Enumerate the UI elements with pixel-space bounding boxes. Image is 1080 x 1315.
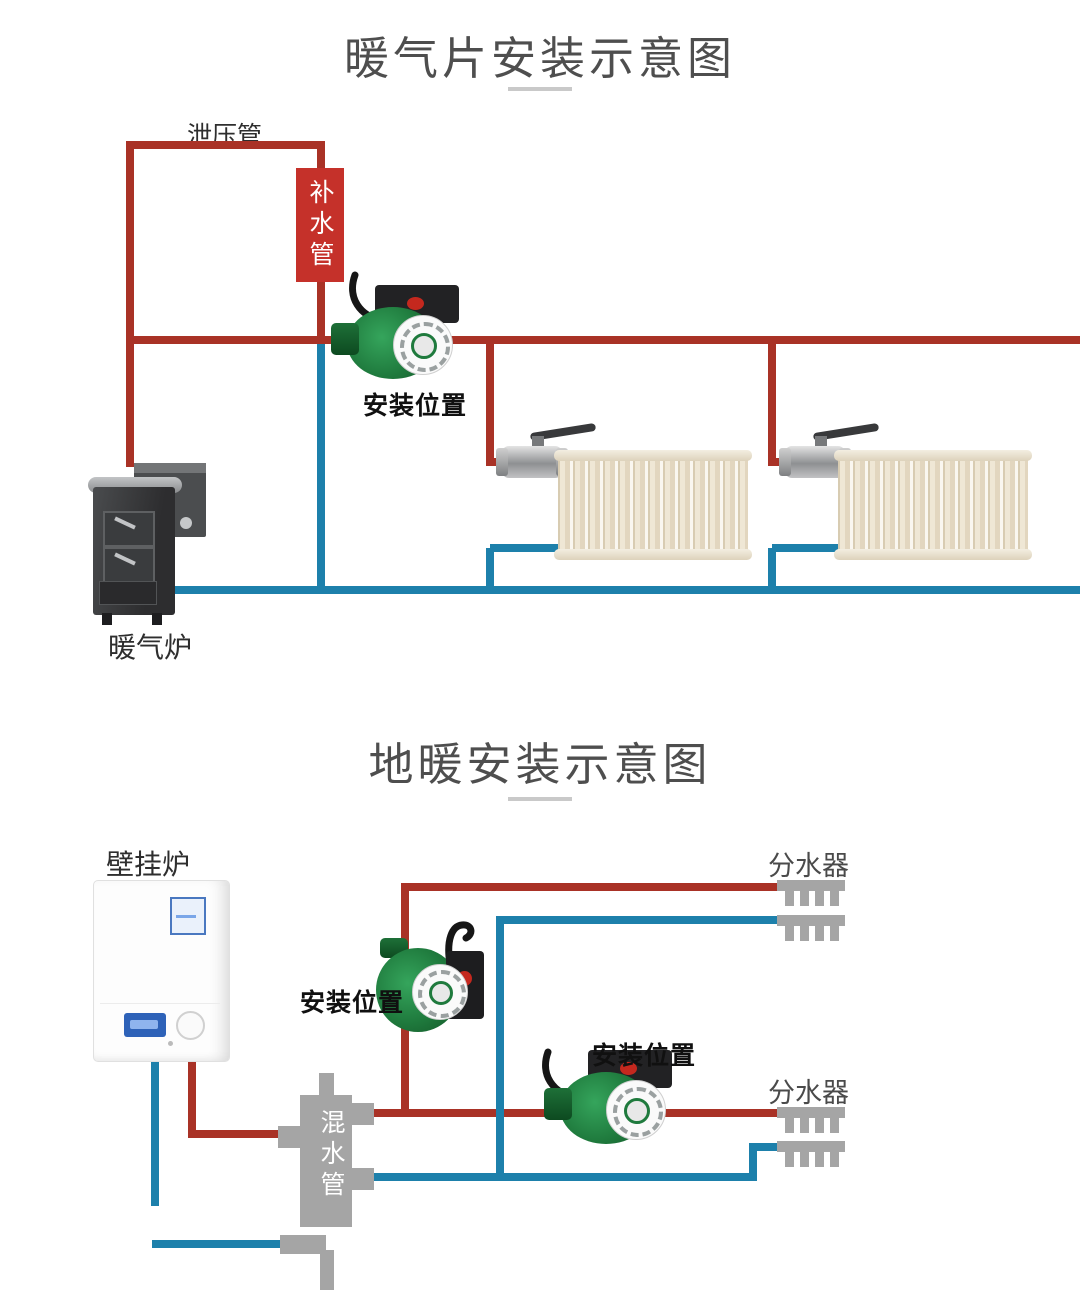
valve-body xyxy=(502,446,562,478)
pipe-return-mid-drop xyxy=(496,916,504,1181)
makeup-pipe-box: 补水管 xyxy=(296,168,344,282)
pipe-hot-upper-run xyxy=(401,883,777,891)
pipe-return-main xyxy=(160,586,1080,594)
radiator-1 xyxy=(554,450,752,560)
pump-faceplate xyxy=(606,1080,666,1140)
floor-elbow-horizontal xyxy=(280,1235,326,1254)
diagram2-title: 地暖安装示意图 xyxy=(368,739,712,790)
mixer-top-stub xyxy=(319,1073,334,1099)
pump-knob-icon xyxy=(407,297,424,310)
radiator-top-header xyxy=(834,450,1032,461)
mixer-left-stub xyxy=(278,1126,304,1148)
pipe-return-manifold-stub xyxy=(749,1143,777,1151)
mixing-pipe-label: 混水管 xyxy=(317,1109,345,1202)
radiator-2 xyxy=(834,450,1032,560)
floor-elbow-vertical xyxy=(320,1250,334,1290)
pump-faceplate-hub xyxy=(429,981,453,1005)
boiler-seam xyxy=(100,1003,220,1004)
pipe-branch2-return-run xyxy=(772,544,854,552)
pipe-branch1-hot-drop xyxy=(486,344,494,466)
stove-door-lower xyxy=(103,547,155,583)
install-position-label-top: 安装位置 xyxy=(363,392,468,420)
manifold-top-return xyxy=(777,915,845,942)
valve-nut xyxy=(779,448,791,476)
boiler-dial xyxy=(176,1011,205,1040)
stove-ash-drawer xyxy=(99,581,157,605)
stove-label: 暖气炉 xyxy=(108,632,193,663)
pipe-hot-left-riser xyxy=(126,141,134,467)
circulation-pump-floor-2 xyxy=(542,1040,683,1152)
diagram2-title-underline xyxy=(508,797,572,801)
stove-door-upper xyxy=(103,511,155,547)
pipe-boiler-return-drop xyxy=(151,1056,159,1206)
stove-leg xyxy=(152,613,162,625)
pipe-return-manifold-rise xyxy=(749,1147,757,1181)
boiler-indicator-dot xyxy=(168,1041,173,1046)
pump-faceplate-hub xyxy=(624,1098,650,1124)
valve-nut xyxy=(496,448,508,476)
mixer-right-lower-stub xyxy=(348,1168,374,1190)
install-position-label-floor2: 安装位置 xyxy=(592,1042,697,1070)
pipe-branch2-return-drop xyxy=(768,548,776,594)
diagram1-title: 暖气片安装示意图 xyxy=(343,33,736,84)
pipe-relief-top xyxy=(126,141,324,149)
pipe-hot-to-mixer xyxy=(188,1130,282,1138)
pipe-branch1-return-drop xyxy=(486,548,494,594)
manifold-bottom-return xyxy=(777,1141,845,1168)
radiator-top-header xyxy=(554,450,752,461)
pump-faceplate-ring xyxy=(418,970,466,1018)
pipe-boiler-hot-drop xyxy=(188,1056,196,1138)
pipe-return-lower-run xyxy=(372,1173,757,1181)
mixer-right-upper-stub xyxy=(348,1103,374,1125)
pipe-hot-supply-main xyxy=(126,336,1080,344)
circulation-pump-floor-1 xyxy=(340,918,490,1038)
pipe-floor-loop-stub xyxy=(152,1240,282,1248)
pump-faceplate-ring xyxy=(613,1087,663,1137)
diagram1-title-underline xyxy=(508,87,572,91)
stove-hopper-top xyxy=(134,463,206,473)
pipe-branch1-return-run xyxy=(490,544,572,552)
wall-boiler-label: 壁挂炉 xyxy=(106,849,191,880)
pump-faceplate xyxy=(412,964,468,1020)
pump-knob-icon xyxy=(620,1062,637,1075)
pump-inlet xyxy=(331,323,359,355)
pump-inlet xyxy=(544,1088,572,1120)
wall-hung-boiler xyxy=(93,880,230,1062)
pipe-makeup-return-drop xyxy=(317,344,325,594)
manifold-top-supply xyxy=(777,880,845,907)
boiler-energy-sticker xyxy=(170,897,206,935)
install-position-label-floor1: 安装位置 xyxy=(300,989,405,1017)
manifold-bottom-supply xyxy=(777,1107,845,1134)
pump-faceplate xyxy=(393,315,453,375)
heating-stove xyxy=(88,455,216,627)
pipe-return-upper-run xyxy=(500,916,777,924)
stove-leg xyxy=(102,613,112,625)
makeup-pipe-label: 补水管 xyxy=(306,178,334,272)
radiator-bottom-header xyxy=(834,549,1032,560)
pump-cable xyxy=(445,921,475,966)
manifold-bottom-label: 分水器 xyxy=(768,1078,849,1108)
pipe-branch2-hot-drop xyxy=(768,344,776,466)
manifold-top-label: 分水器 xyxy=(768,851,849,881)
circulation-pump-top xyxy=(331,271,470,387)
mixing-pipe-body: 混水管 xyxy=(300,1095,352,1227)
boiler-display xyxy=(124,1013,166,1037)
radiator-bottom-header xyxy=(554,549,752,560)
stove-knob xyxy=(180,517,192,529)
pump-faceplate-hub xyxy=(411,333,437,359)
pump-faceplate-ring xyxy=(400,322,450,372)
